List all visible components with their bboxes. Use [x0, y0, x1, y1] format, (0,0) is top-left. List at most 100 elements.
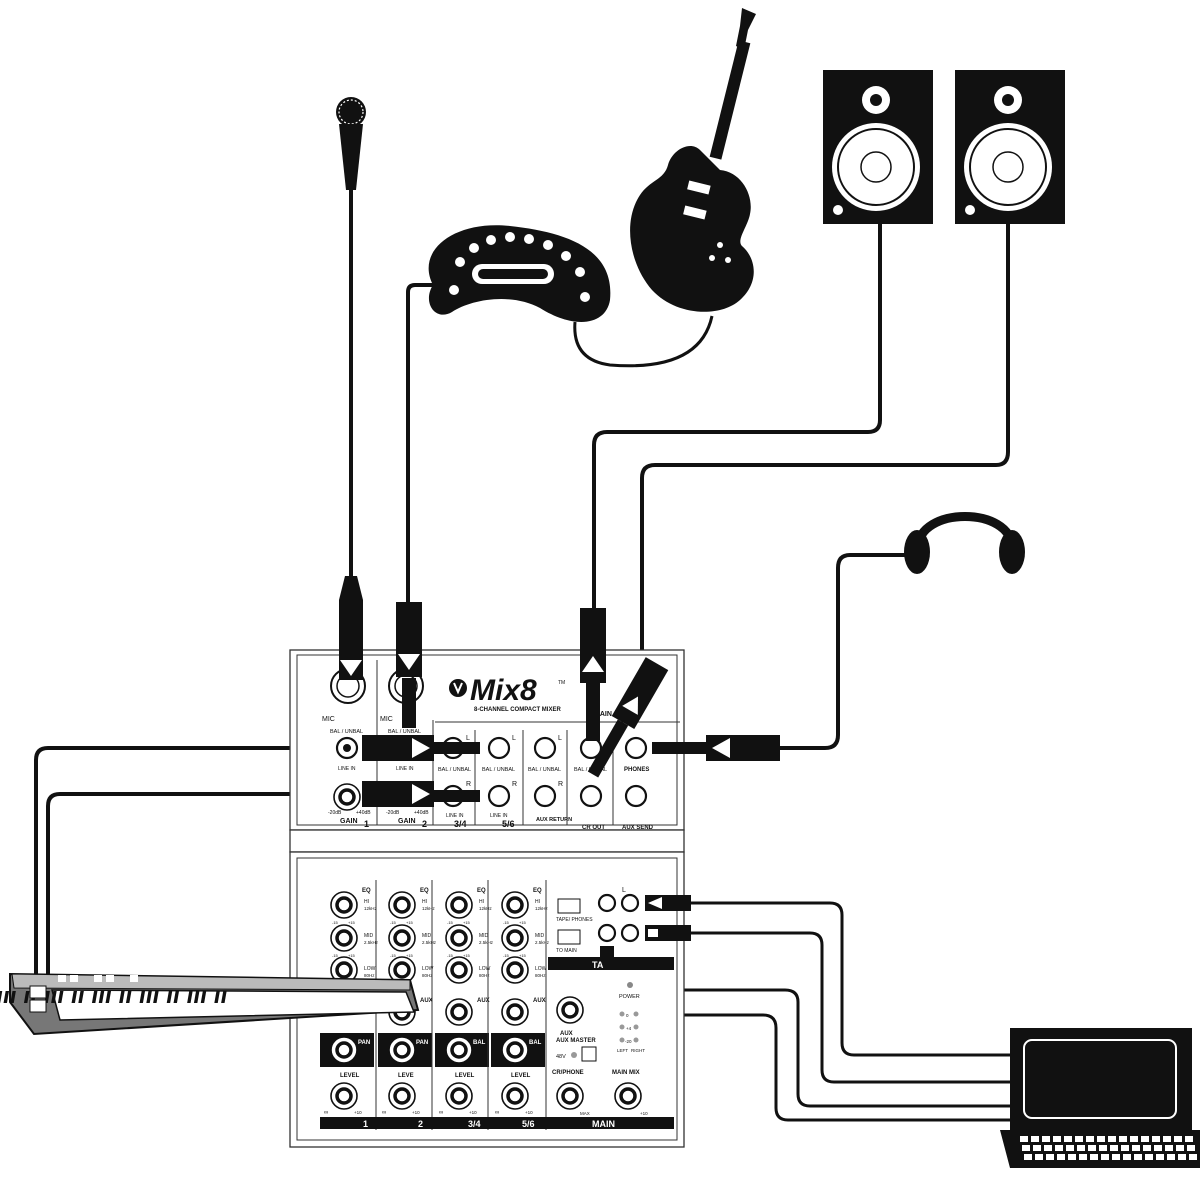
mid-eq-knob[interactable] — [330, 924, 358, 952]
rca-plug-2 — [645, 925, 691, 941]
hi-eq-knob[interactable] — [445, 891, 473, 919]
gain-knob-1[interactable] — [333, 783, 361, 811]
mid-freq-label: 2.5kHz — [535, 940, 550, 945]
laptop-cable-1 — [690, 901, 1010, 1057]
range-min: -15 — [447, 953, 454, 958]
range-min: -15 — [390, 953, 397, 958]
mid-eq-knob[interactable] — [501, 924, 529, 952]
line-in-56-l-jack[interactable] — [487, 736, 511, 760]
range-max: +15 — [519, 920, 527, 925]
cr-phone-knob[interactable] — [556, 1082, 584, 1110]
level-knob[interactable] — [445, 1082, 473, 1110]
low-freq-label: 80Hz — [422, 973, 433, 978]
mid-eq-knob[interactable] — [388, 924, 416, 952]
aux-return-l-jack[interactable] — [533, 736, 557, 760]
level-knob[interactable] — [388, 1082, 416, 1110]
low-freq-label: 80Hz — [535, 973, 546, 978]
tape-label: TA — [592, 960, 604, 970]
level-knob[interactable] — [330, 1082, 358, 1110]
cr-phone-label: CR/PHONE — [552, 1070, 584, 1076]
laptop-icon — [1000, 1028, 1200, 1168]
level-label: LEVEL — [340, 1073, 360, 1079]
r-label-aux: R — [558, 781, 563, 788]
pan-knob[interactable] — [388, 1036, 416, 1064]
low-eq-knob[interactable] — [388, 956, 416, 984]
gain-max-2: +40dB — [414, 810, 429, 816]
tape-to-phones-label: TAPE/ PHONES — [556, 917, 593, 923]
gain-label-1: GAIN — [340, 818, 358, 825]
tape-out-l-jack[interactable] — [620, 893, 640, 913]
meter-0: 0 — [626, 1013, 629, 1018]
low-eq-knob[interactable] — [445, 956, 473, 984]
link-cable-2 — [434, 790, 480, 802]
level-min: ∞ — [324, 1110, 328, 1116]
pan-knob[interactable] — [330, 1036, 358, 1064]
gain-min-1: -20dB — [328, 810, 342, 816]
headphones-cable — [776, 553, 909, 750]
eq-label: EQ — [362, 888, 371, 894]
low-freq-label: 80Hz — [479, 973, 490, 978]
line-in-label-1: LINE IN — [338, 766, 356, 772]
tape-to-main-switch[interactable] — [557, 929, 581, 945]
hi-freq-label: 12kHz — [479, 906, 493, 911]
low-label: LOW — [422, 966, 434, 972]
level-min: ∞ — [495, 1110, 499, 1116]
aux-send-knob[interactable] — [445, 998, 473, 1026]
line-in-34: LINE IN — [446, 813, 464, 819]
rca-plug-3 — [600, 946, 614, 960]
phantom-switch[interactable] — [581, 1046, 597, 1062]
tape-bar — [548, 957, 674, 970]
cr-out-jack[interactable] — [579, 784, 603, 808]
bal-knob[interactable] — [501, 1036, 529, 1064]
level-max: +10 — [525, 1110, 533, 1115]
keyboard-controller-icon — [0, 972, 420, 1036]
aux-send-knob[interactable] — [501, 998, 529, 1026]
range-max: +15 — [348, 953, 356, 958]
level-label: LEVEL — [455, 1073, 475, 1079]
low-eq-knob[interactable] — [501, 956, 529, 984]
mid-eq-knob[interactable] — [445, 924, 473, 952]
hi-eq-knob[interactable] — [388, 891, 416, 919]
level-max: +10 — [412, 1110, 420, 1115]
line-in-56-r-jack[interactable] — [487, 784, 511, 808]
brand-tm: TM — [558, 680, 565, 686]
bal-knob[interactable] — [445, 1036, 473, 1064]
eq-label: EQ — [420, 888, 429, 894]
mid-label: MID — [535, 933, 545, 939]
multi-effects-pedal-icon — [428, 225, 611, 322]
gain-min-2: -20dB — [386, 810, 400, 816]
tape-in-r-jack[interactable] — [597, 923, 617, 943]
channel-number: 1 — [363, 1119, 368, 1129]
hi-eq-knob[interactable] — [330, 891, 358, 919]
guitar-icon — [630, 8, 756, 312]
range-min: -15 — [503, 920, 510, 925]
bal-label: BAL — [473, 1040, 486, 1046]
hi-freq-label: 12kHz — [535, 906, 549, 911]
guitar-cable — [573, 315, 714, 368]
tape-out-r-jack[interactable] — [620, 923, 640, 943]
channel-number: 3/4 — [468, 1119, 481, 1129]
main-mix-knob[interactable] — [614, 1082, 642, 1110]
aux-return-r-jack[interactable] — [533, 784, 557, 808]
level-knob[interactable] — [501, 1082, 529, 1110]
l-label-56: L — [512, 735, 516, 742]
tape-l-label: L — [622, 887, 626, 894]
aux-master-knob[interactable] — [556, 996, 584, 1024]
eq-label: EQ — [533, 888, 542, 894]
l-label-aux: L — [558, 735, 562, 742]
level-meter: 0 +4 -20 LEFT RIGHT — [617, 1011, 645, 1053]
mic-label-1: MIC — [322, 716, 335, 723]
line-in-label-2: LINE IN — [396, 766, 414, 772]
l-label-34: L — [466, 735, 470, 742]
hi-eq-knob[interactable] — [501, 891, 529, 919]
phantom-label: 48V — [556, 1054, 566, 1060]
rca-plug-1 — [645, 895, 691, 911]
aux-send-jack[interactable] — [624, 784, 648, 808]
r-label-34: R — [466, 781, 471, 788]
mid-label: MID — [364, 933, 374, 939]
phones-jack[interactable] — [624, 736, 648, 760]
tape-in-l-jack[interactable] — [597, 893, 617, 913]
tape-to-phones-switch[interactable] — [557, 898, 581, 914]
microphone-icon — [336, 97, 366, 190]
range-max: +15 — [519, 953, 527, 958]
